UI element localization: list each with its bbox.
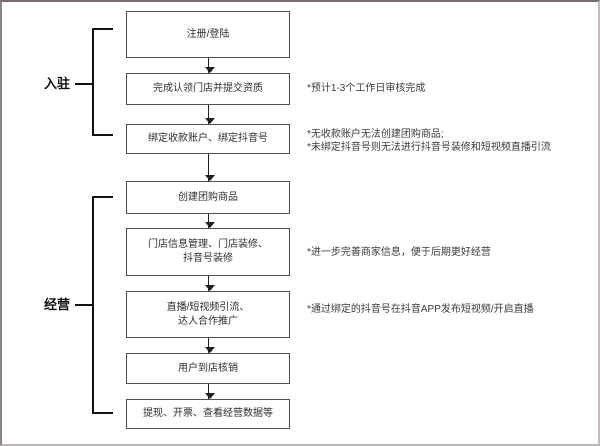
group-label-operation: 经营 (43, 297, 70, 312)
flow-arrow-6 (204, 338, 215, 353)
bracket-onboarding-vertical (92, 28, 94, 136)
bracket-onboarding-bottom-arm (92, 134, 113, 136)
flow-arrow-7 (204, 384, 215, 399)
bracket-onboarding-top-arm (92, 28, 113, 30)
flow-arrow-1 (204, 58, 215, 73)
bracket-operation-vertical (92, 196, 94, 414)
flow-step-register: 注册/登陆 (126, 11, 290, 58)
flow-arrow-5 (204, 276, 215, 291)
flow-step-traffic-promotion: 直播/短视频引流、 达人合作推广 (126, 291, 290, 338)
note-complete-merchant-info: *进一步完善商家信息，便于后期更好经营 (307, 247, 491, 258)
note-review-time: *预计1-3个工作日审核完成 (307, 83, 426, 94)
bracket-operation-label-connector (75, 304, 92, 306)
flow-step-bind-account: 绑定收款账户、绑定抖音号 (126, 124, 290, 154)
flow-step-store-decoration: 门店信息管理、门店装修、 抖音号装修 (126, 228, 290, 276)
group-label-onboarding: 入驻 (43, 76, 70, 91)
bracket-operation-top-arm (92, 196, 113, 198)
flow-arrow-2 (204, 105, 215, 124)
bracket-operation-bottom-arm (92, 412, 113, 414)
flow-step-claim-store: 完成认领门店并提交资质 (126, 73, 290, 105)
flow-arrow-4 (204, 214, 215, 228)
flow-step-withdraw-invoice: 提现、开票、查看经营数据等 (126, 399, 290, 429)
flow-step-create-product: 创建团购商品 (126, 181, 290, 214)
bracket-onboarding-label-connector (75, 83, 92, 85)
flow-arrow-3 (204, 154, 215, 181)
note-binding-requirements: *无收款账户无法创建团购商品; *未绑定抖音号则无法进行抖音号装修和短视频直播引… (307, 129, 551, 153)
note-douyin-app-publish: *通过绑定的抖音号在抖音APP发布短视频/开启直播 (307, 304, 534, 315)
flow-step-verification: 用户到店核销 (126, 353, 290, 384)
